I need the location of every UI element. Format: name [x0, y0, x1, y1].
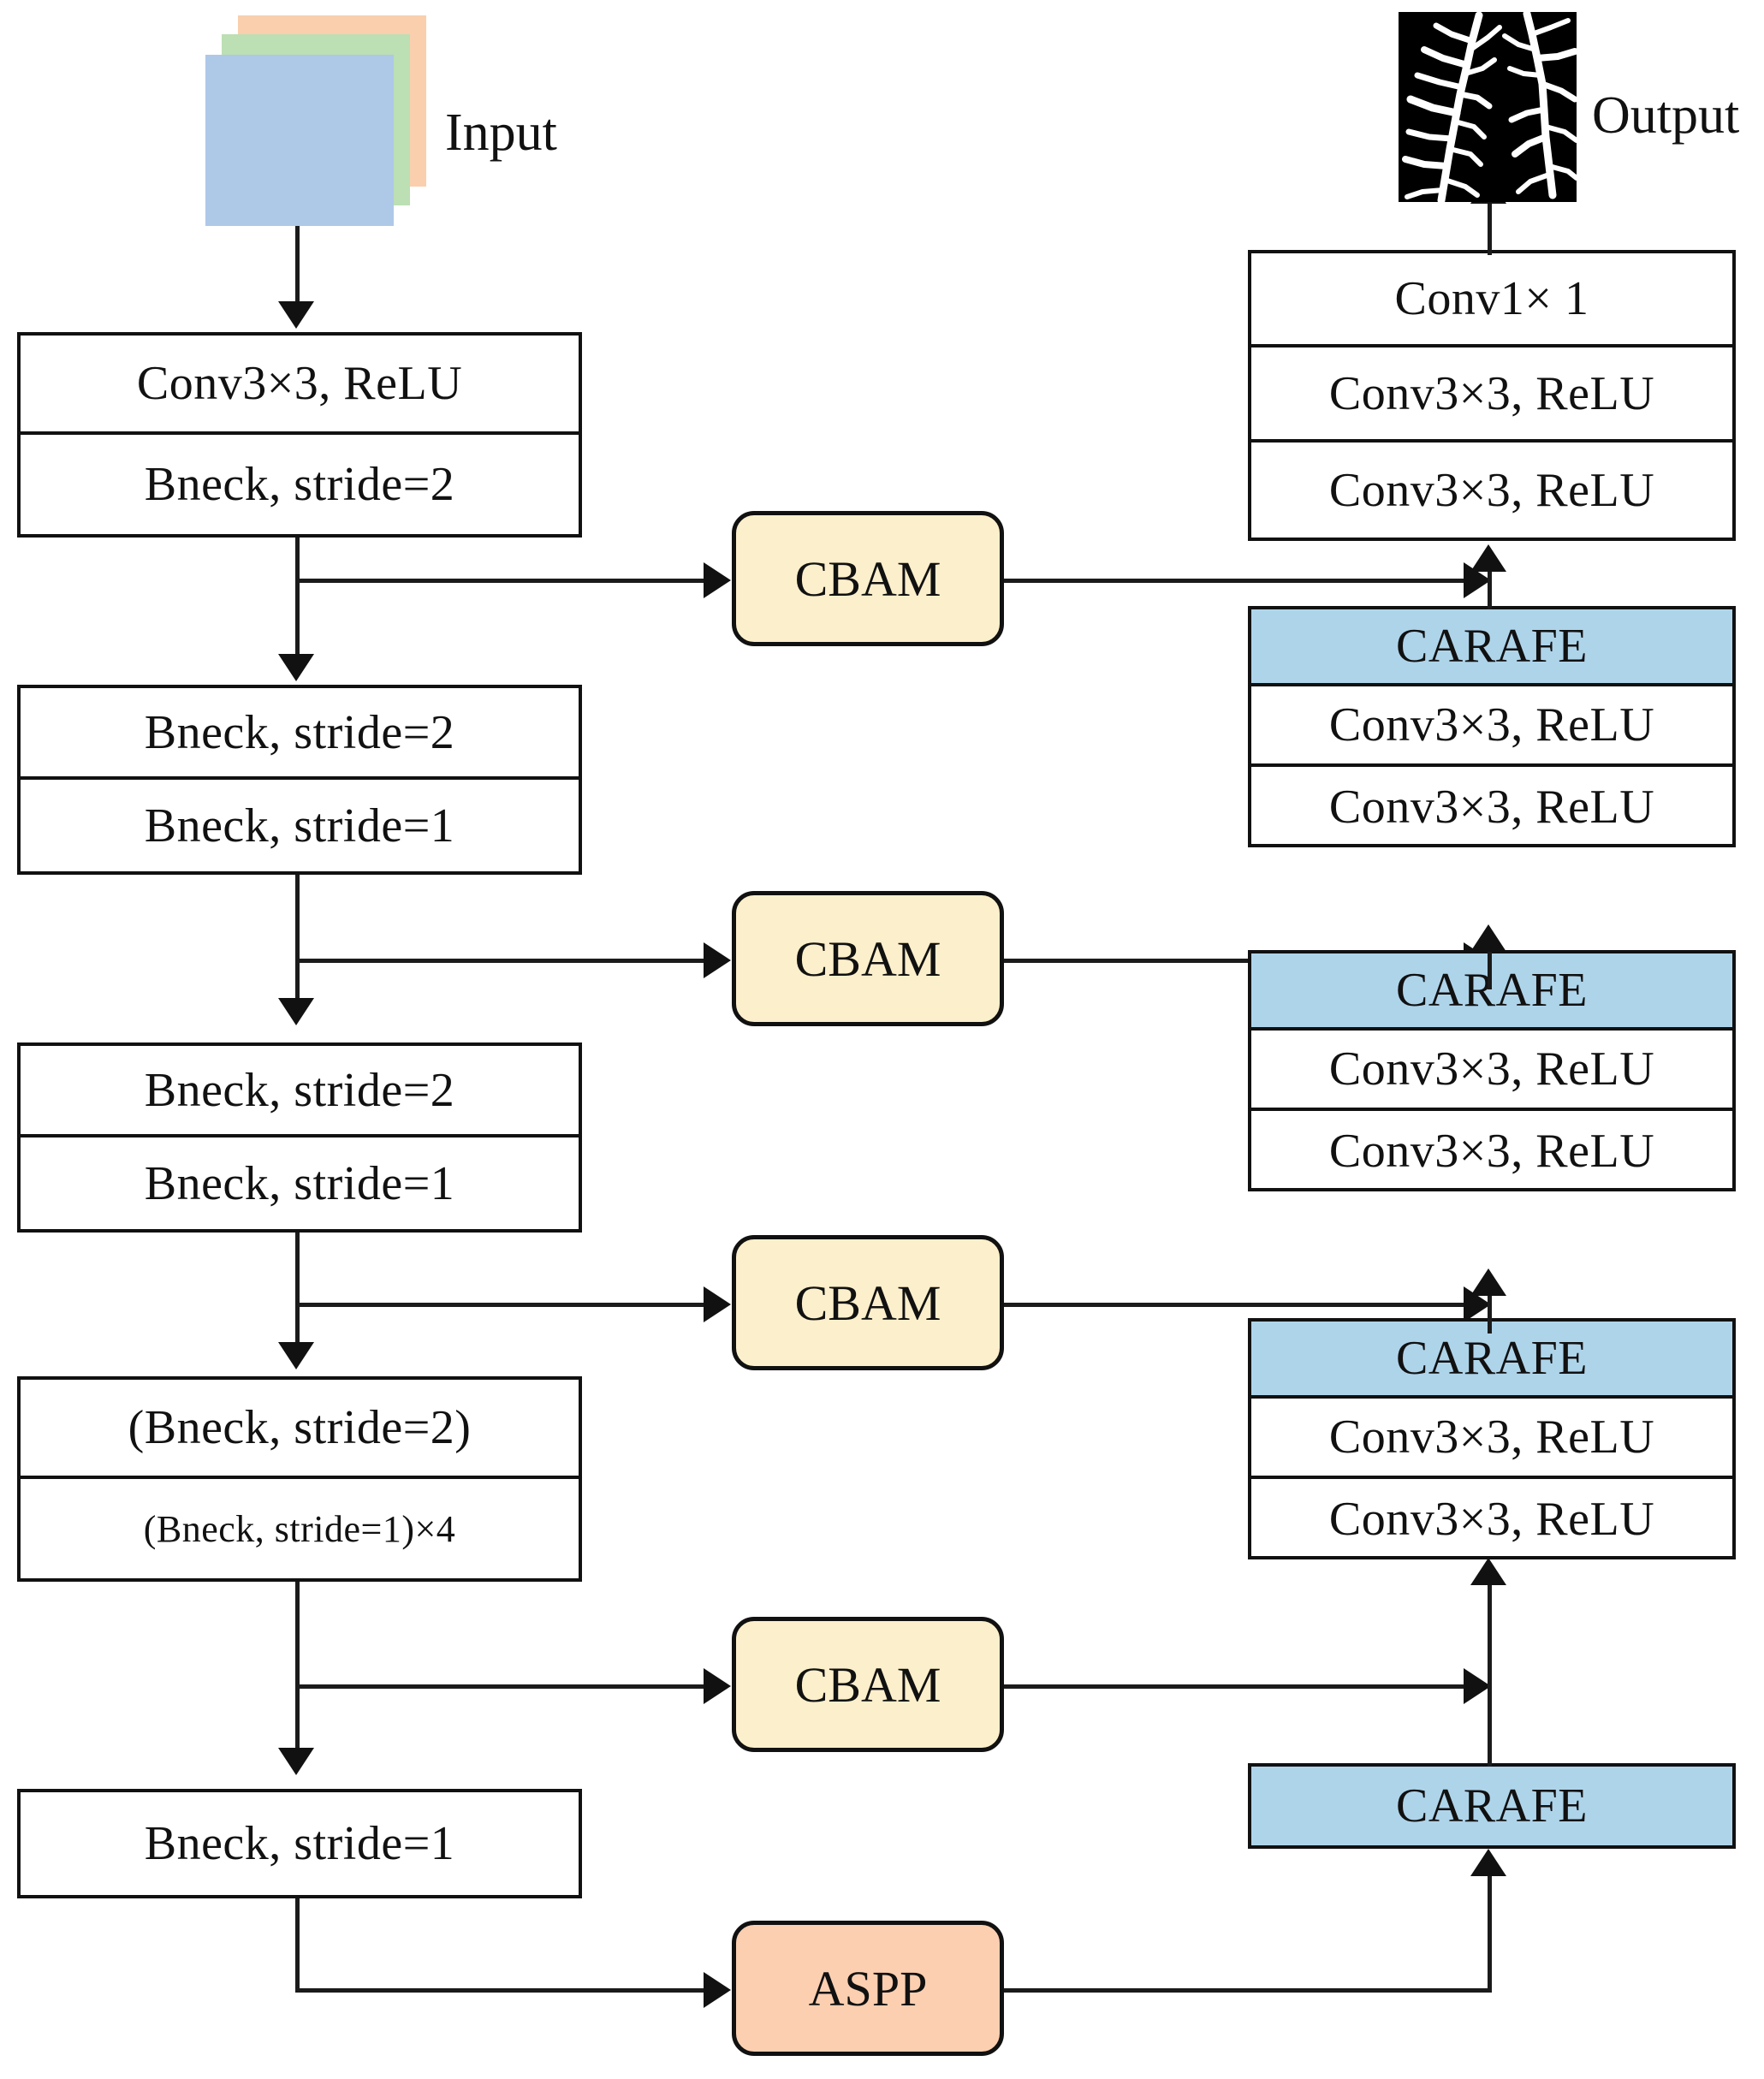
arrowhead-decoder2-to-decoder1 — [1470, 544, 1506, 572]
skip-line-encoder1-to-cbam1 — [295, 579, 706, 583]
carafe-row: CARAFE — [1251, 609, 1732, 686]
connector-decoder2-to-decoder1 — [1488, 572, 1492, 609]
connector-decoder5-to-decoder4 — [1488, 1585, 1492, 1767]
connector-decoder4-to-decoder3 — [1488, 1296, 1492, 1334]
cbam-module-4[interactable]: CBAM — [732, 1617, 1004, 1752]
decoder-row: Conv3×3, ReLU — [1328, 781, 1655, 834]
arrowhead-encoder1-to-encoder2 — [278, 654, 314, 681]
connector-encoder2-trunk — [295, 875, 300, 1001]
decoder-row: Conv1× 1 — [1251, 253, 1732, 347]
decoder-row: Conv3×3, ReLU — [1328, 1493, 1655, 1546]
arrowhead-decoder3-to-decoder2 — [1470, 924, 1506, 952]
decoder-row: Conv3×3, ReLU — [1251, 347, 1732, 443]
encoder-row: Bneck, stride=1 — [144, 799, 455, 852]
encoder-block-4: (Bneck, stride=2) (Bneck, stride=1)×4 — [17, 1376, 582, 1582]
aspp-module[interactable]: ASPP — [732, 1921, 1004, 2056]
connector-encoder3-trunk — [295, 1233, 300, 1345]
link-cbam4-to-decoder4 — [1004, 1684, 1466, 1689]
carafe-row: CARAFE — [1251, 953, 1732, 1031]
output-label: Output — [1592, 86, 1740, 145]
connector-decoder3-to-decoder2 — [1488, 952, 1492, 989]
encoder-block-2: Bneck, stride=2 Bneck, stride=1 — [17, 685, 582, 875]
encoder-block-3: Bneck, stride=2 Bneck, stride=1 — [17, 1042, 582, 1233]
skip-line-encoder4-to-cbam4 — [295, 1684, 706, 1689]
decoder-row: Conv3×3, ReLU — [1328, 1125, 1655, 1178]
arrowhead-cbam4-to-decoder4 — [1464, 1668, 1491, 1704]
arrowhead-skip4-to-cbam4 — [704, 1668, 731, 1704]
skip-line-encoder2-to-cbam2 — [295, 959, 706, 963]
output-crack-mask — [1399, 12, 1577, 202]
carafe-row: CARAFE — [1251, 1322, 1732, 1399]
decoder-block-2: CARAFE Conv3×3, ReLU Conv3×3, ReLU — [1248, 606, 1736, 847]
arrowhead-skip2-to-cbam2 — [704, 942, 731, 978]
connector-input-to-encoder1 — [295, 226, 300, 305]
encoder-block-1: Conv3×3, ReLU Bneck, stride=2 — [17, 332, 582, 538]
cbam-module-3[interactable]: CBAM — [732, 1235, 1004, 1370]
encoder-row: Bneck, stride=1 — [144, 1156, 455, 1210]
encoder-row: Bneck, stride=2 — [144, 458, 455, 511]
cbam-module-1[interactable]: CBAM — [732, 511, 1004, 646]
decoder-block-5: CARAFE — [1248, 1763, 1736, 1849]
arrowhead-encoder2-to-encoder3 — [278, 998, 314, 1025]
decoder-row: Conv3×3, ReLU — [1251, 1399, 1732, 1479]
connector-encoder1-trunk — [295, 538, 300, 657]
encoder-row: Bneck, stride=2 — [21, 1046, 579, 1138]
decoder-block-4: CARAFE Conv3×3, ReLU Conv3×3, ReLU — [1248, 1318, 1736, 1559]
arrowhead-decoder4-to-decoder3 — [1470, 1268, 1506, 1296]
arrowhead-input-to-encoder1 — [278, 301, 314, 329]
input-sheet-blue — [205, 55, 394, 226]
arrowhead-aspp-to-carafe5 — [1470, 1849, 1506, 1876]
input-image-stack — [205, 15, 445, 251]
arrowhead-encoder4-to-encoder5 — [278, 1748, 314, 1775]
crack-mask-icon — [1399, 12, 1577, 202]
arrowhead-decoder5-to-decoder4 — [1470, 1558, 1506, 1585]
arrowhead-skip3-to-cbam3 — [704, 1286, 731, 1322]
connector-encoder5-to-aspp — [295, 1988, 706, 1993]
decoder-block-3: CARAFE Conv3×3, ReLU Conv3×3, ReLU — [1248, 950, 1736, 1191]
encoder-row: Bneck, stride=1 — [144, 1817, 455, 1870]
skip-line-encoder3-to-cbam3 — [295, 1303, 706, 1307]
decoder-block-1: Conv1× 1 Conv3×3, ReLU Conv3×3, ReLU — [1248, 250, 1736, 541]
cbam-module-2[interactable]: CBAM — [732, 891, 1004, 1026]
decoder-row: Conv3×3, ReLU — [1251, 1031, 1732, 1111]
connector-encoder4-trunk — [295, 1582, 300, 1751]
link-cbam3-to-decoder3 — [1004, 1303, 1466, 1307]
encoder-row: Conv3×3, ReLU — [21, 336, 579, 435]
arrowhead-encoder3-to-encoder4 — [278, 1342, 314, 1369]
link-aspp-up-to-carafe5 — [1488, 1874, 1492, 1991]
connector-encoder5-down — [295, 1898, 300, 1993]
arrowhead-skip1-to-cbam1 — [704, 562, 731, 598]
link-aspp-to-carafe5 — [1004, 1988, 1492, 1993]
encoder-block-5: Bneck, stride=1 — [17, 1789, 582, 1898]
encoder-row: Bneck, stride=2 — [21, 688, 579, 780]
link-cbam2-to-decoder2 — [1004, 959, 1466, 963]
arrowhead-encoder5-to-aspp — [704, 1972, 731, 2008]
encoder-row: (Bneck, stride=1)×4 — [143, 1507, 456, 1550]
connector-decoder1-to-output — [1488, 204, 1492, 255]
input-label: Input — [445, 104, 557, 162]
link-cbam1-to-decoder1 — [1004, 579, 1466, 583]
decoder-row: Conv3×3, ReLU — [1328, 463, 1655, 517]
decoder-row: Conv3×3, ReLU — [1251, 686, 1732, 767]
encoder-row: (Bneck, stride=2) — [21, 1380, 579, 1479]
carafe-row: CARAFE — [1251, 1767, 1732, 1845]
